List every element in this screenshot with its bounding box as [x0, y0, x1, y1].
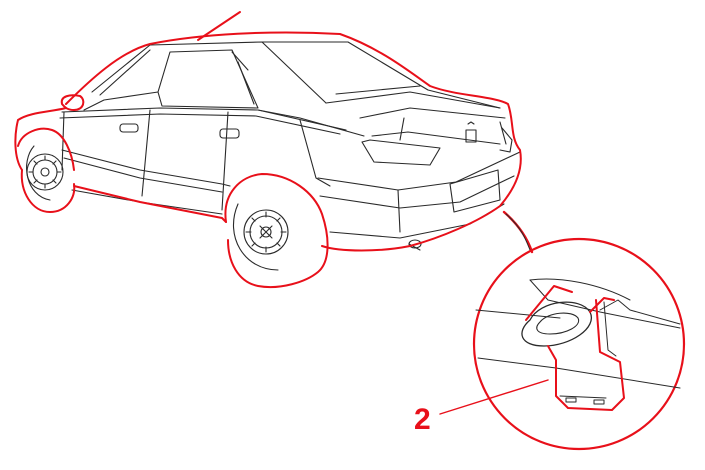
car-body-lines — [26, 41, 521, 271]
detail-circle — [472, 237, 686, 451]
callout-number-2: 2 — [414, 403, 431, 436]
car-illustration — [14, 11, 686, 451]
towing-eye-magnifier — [439, 210, 686, 451]
callout-leader — [439, 379, 549, 415]
cover-flap-icon — [547, 299, 625, 411]
towing-eye-icon — [521, 285, 615, 347]
car-red-outline — [14, 11, 522, 288]
